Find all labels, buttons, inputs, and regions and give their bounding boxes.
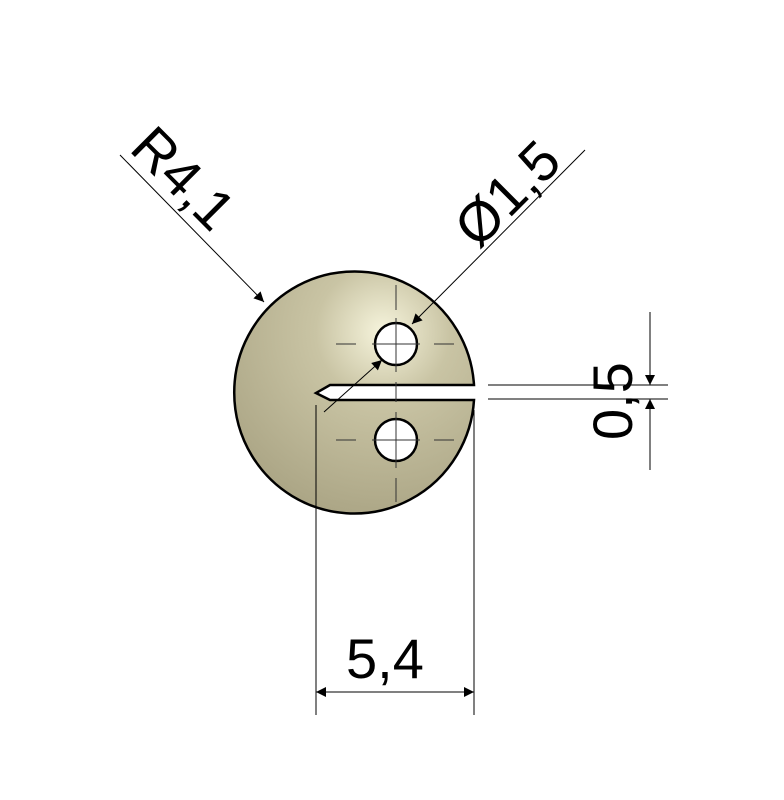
width-label: 5,4 bbox=[346, 627, 424, 690]
hole-diameter-label: Ø1,5 bbox=[442, 128, 572, 258]
slot-width-dimension: 0,5 bbox=[488, 312, 668, 470]
center-lines bbox=[336, 285, 454, 502]
width-dimension: 5,4 bbox=[315, 405, 475, 715]
disc-part bbox=[232, 270, 476, 515]
radius-dimension: R4,1 bbox=[120, 114, 265, 303]
radius-label: R4,1 bbox=[120, 114, 248, 242]
slot-width-label: 0,5 bbox=[581, 362, 644, 440]
